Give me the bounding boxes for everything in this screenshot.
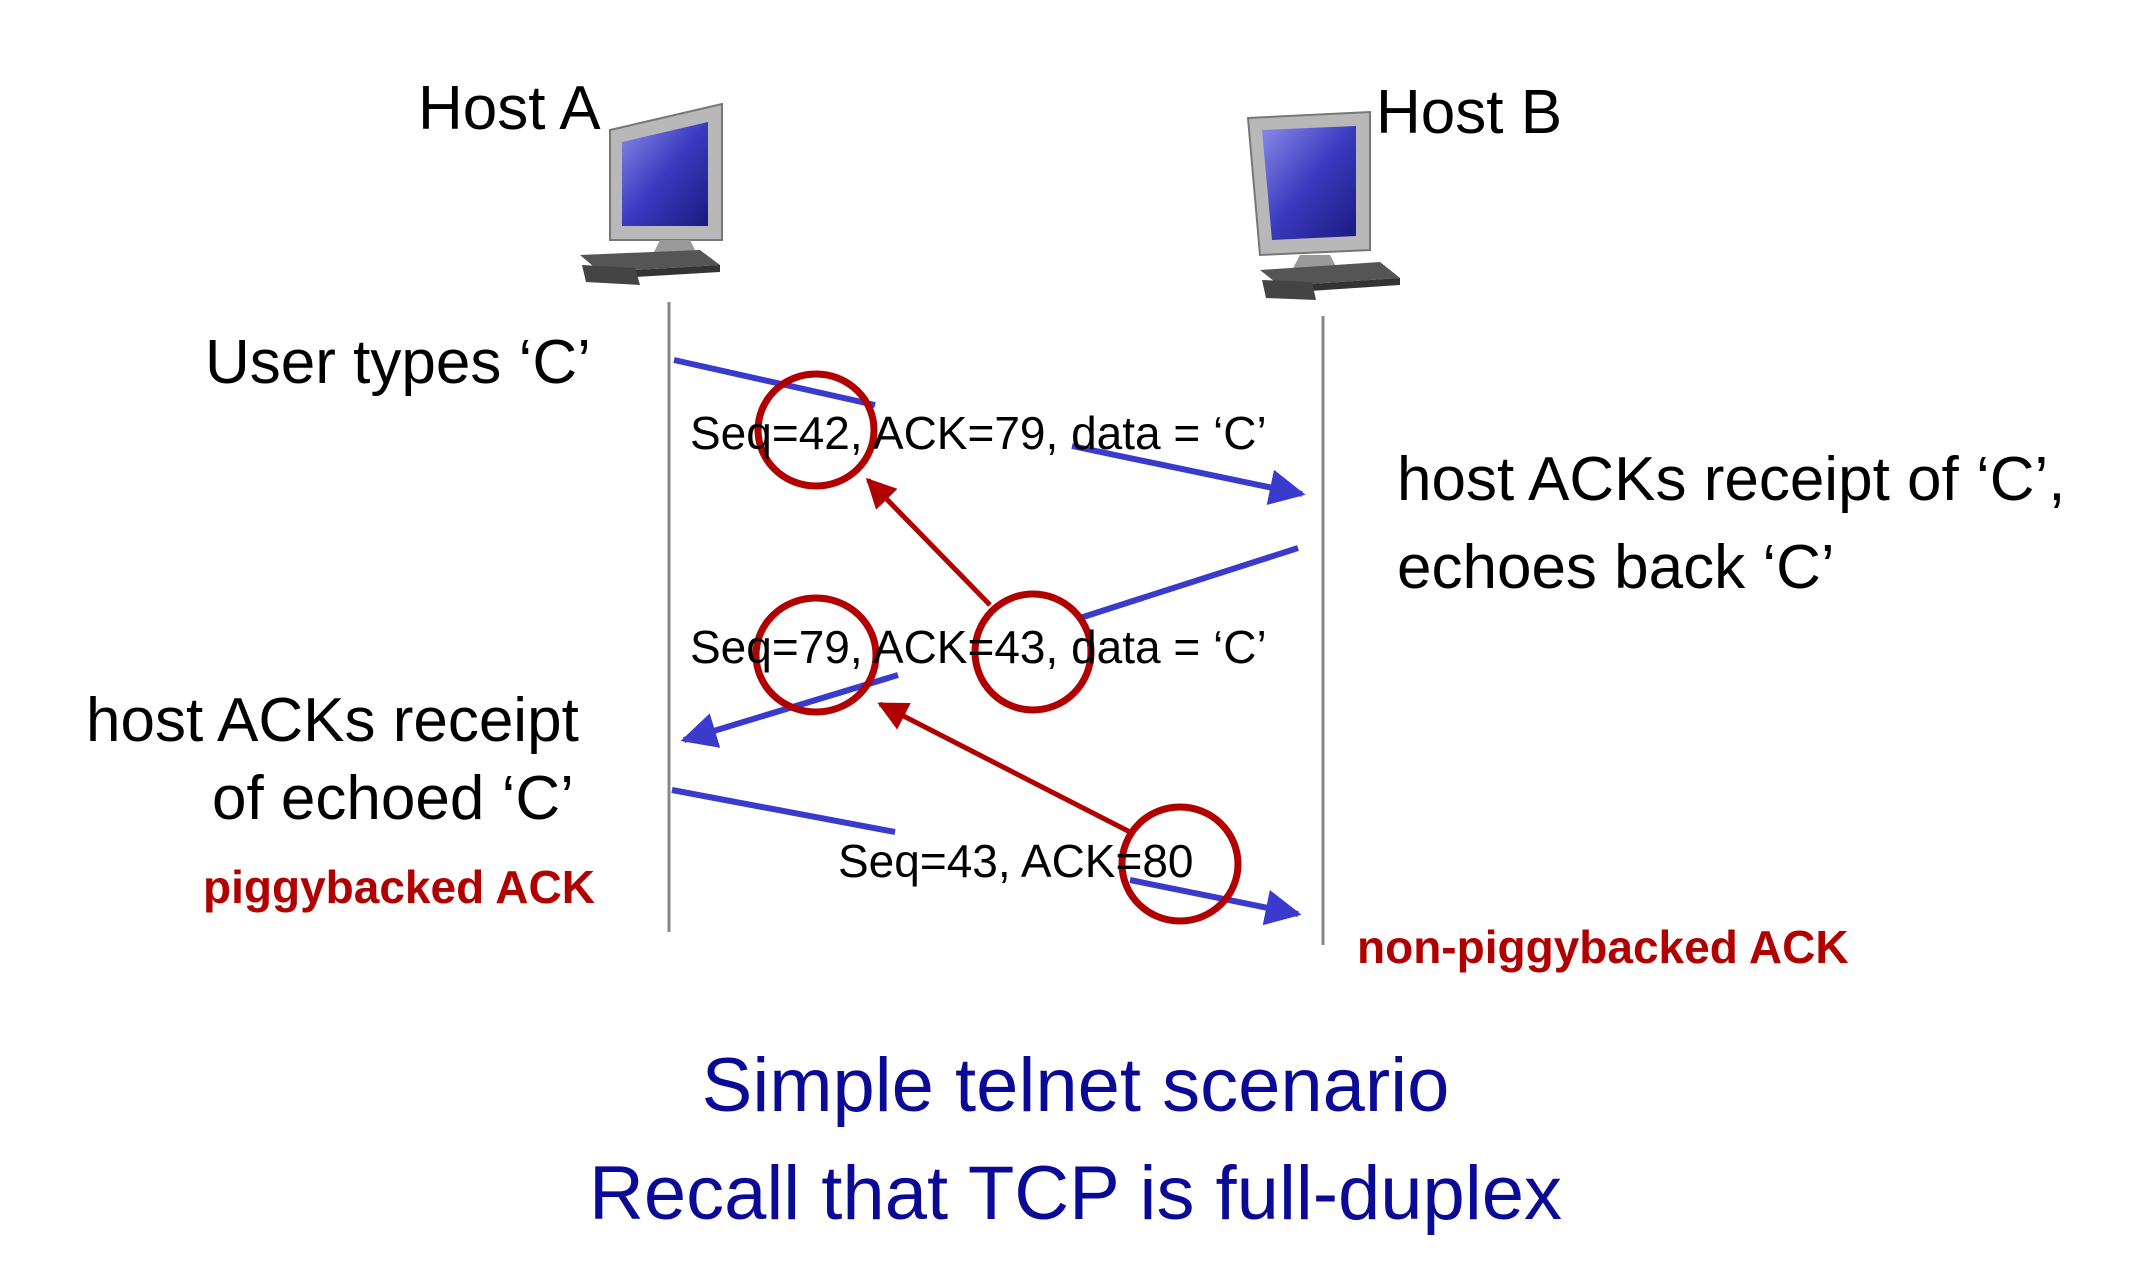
segment-3-label: Seq=43, ACK=80 [838, 835, 1194, 887]
host-b-ack-line1: host ACKs receipt of ‘C’, [1397, 445, 2066, 514]
seq42-highlight-circle [754, 370, 878, 490]
ack80-highlight-circle [1118, 803, 1242, 925]
host-a-ack-line1: host ACKs receipt [86, 686, 579, 755]
segment-2-label: Seq=79, ACK=43, data = ‘C’ [690, 621, 1267, 673]
segment-3-arrow [671, 787, 1302, 926]
caption-line2: Recall that TCP is full-duplex [589, 1151, 1562, 1236]
host-b-label: Host B [1376, 78, 1563, 147]
host-b-computer-icon [1246, 110, 1400, 300]
non-piggybacked-ack-note: non-piggybacked ACK [1357, 921, 1849, 973]
caption-line1: Simple telnet scenario [701, 1043, 1450, 1128]
user-types-label: User types ‘C’ [205, 328, 591, 397]
ack43-to-seq42-arrow [865, 477, 992, 607]
host-a-ack-line2: of echoed ‘C’ [212, 764, 574, 833]
piggybacked-ack-note: piggybacked ACK [203, 861, 595, 913]
ack80-to-seq79-arrow [877, 701, 1132, 835]
host-a-computer-icon [580, 102, 723, 285]
segment-1-label: Seq=42, ACK=79, data = ‘C’ [690, 407, 1267, 459]
seq79-highlight-circle [752, 594, 880, 716]
segment-1-arrow [673, 357, 1306, 506]
ack43-highlight-circle [971, 590, 1095, 714]
host-b-ack-line2: echoes back ‘C’ [1397, 533, 1835, 602]
host-a-label: Host A [418, 74, 601, 143]
